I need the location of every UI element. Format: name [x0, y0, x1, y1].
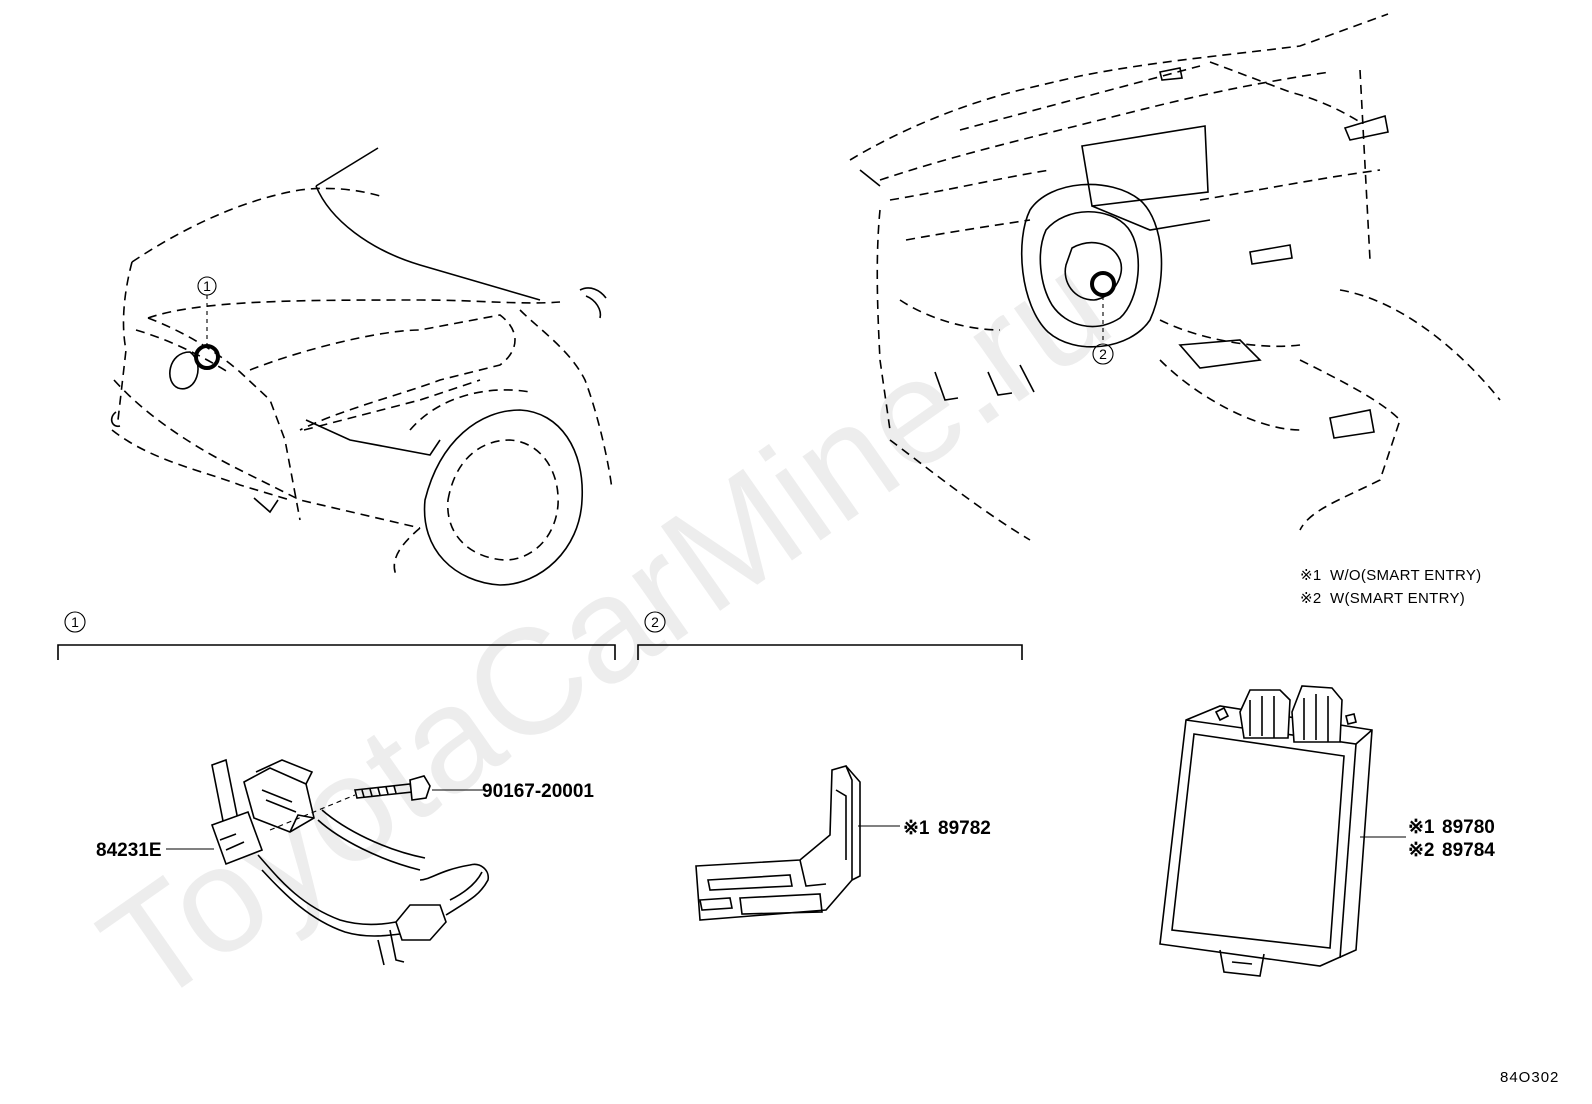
note-2-mark: ※2 [1300, 590, 1322, 607]
diagram-code: 84O302 [1500, 1069, 1559, 1086]
section-header-2: 2 [637, 611, 1023, 660]
locator-marker-2-label: 2 [1099, 346, 1107, 362]
section-header-1: 1 [57, 611, 616, 660]
part-number-bolt: 90167-20001 [482, 781, 594, 802]
front-vehicle-illustration: 1 [110, 147, 613, 586]
locator-point-1 [194, 344, 220, 370]
bracket-mark: ※1 [903, 818, 930, 839]
ecu-illustration [1159, 685, 1406, 977]
section-1-label: 1 [71, 614, 79, 630]
section-2-label: 2 [651, 614, 659, 630]
part-number-sensor: 84231E [96, 840, 162, 861]
note-1-text: W/O(SMART ENTRY) [1330, 567, 1481, 584]
ecu-mark-1: ※1 [1408, 817, 1435, 838]
footnotes: ※1 W/O(SMART ENTRY) ※2 W(SMART ENTRY) [1300, 567, 1481, 607]
bracket-illustration [695, 765, 900, 921]
locator-marker-1-label: 1 [203, 278, 211, 294]
ecu-mark-2: ※2 [1408, 840, 1435, 861]
part-number-bracket: 89782 [938, 818, 991, 839]
locator-marker-2 [1092, 343, 1114, 365]
sensor-harness-illustration [166, 758, 490, 966]
dashboard-illustration: 2 [849, 13, 1501, 541]
part-number-ecu-1: 89780 [1442, 817, 1495, 838]
part-number-ecu-2: 89784 [1442, 840, 1495, 861]
watermark: ToyotaCarMine.ru [72, 220, 1138, 1037]
locator-point-2 [1090, 271, 1116, 297]
note-2-text: W(SMART ENTRY) [1330, 590, 1465, 607]
note-1-mark: ※1 [1300, 567, 1322, 584]
